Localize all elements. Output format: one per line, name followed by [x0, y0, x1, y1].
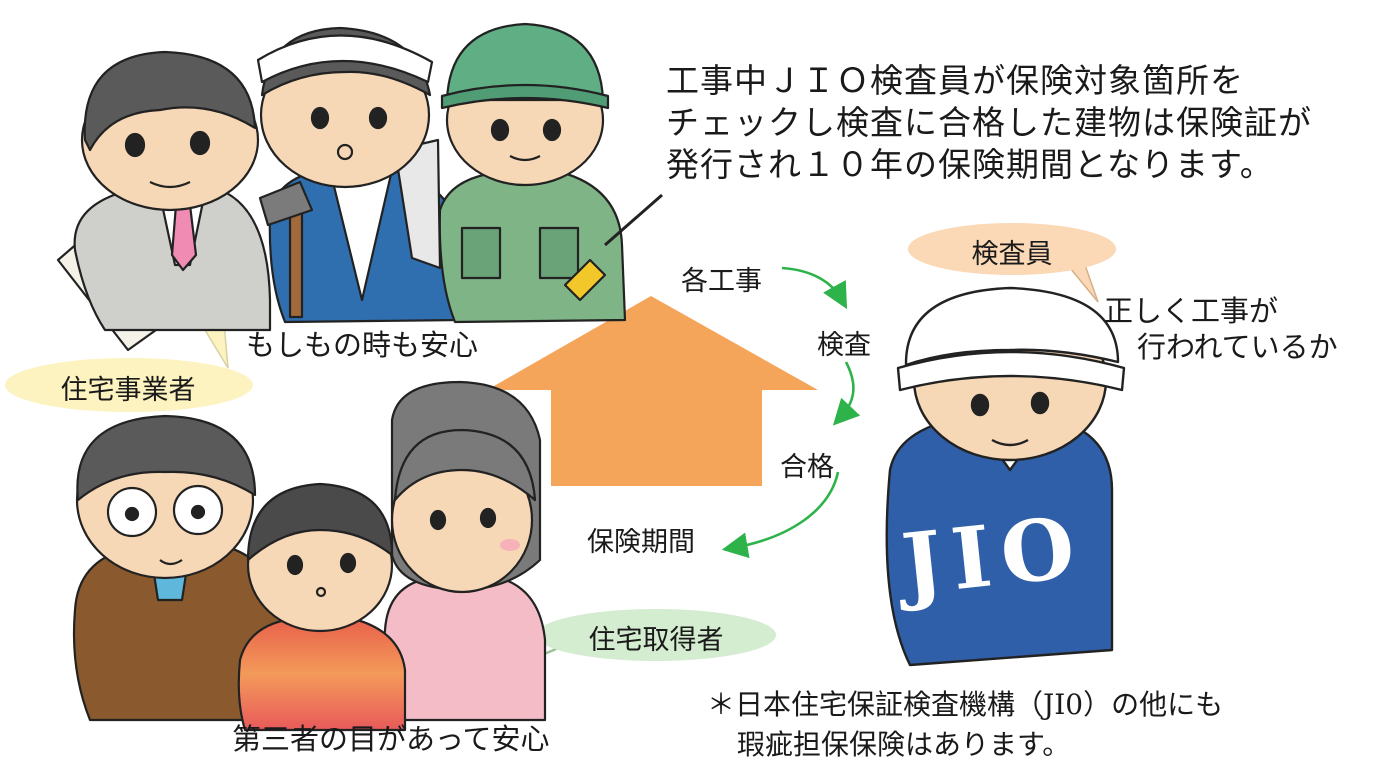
footnote: ＊日本住宅保証検査機構（JI0）の他にも 瑕疵担保保険はあります。 [707, 685, 1223, 765]
flow-arrows [721, 266, 861, 559]
description-line-3: 発行され１０年の保険期間となります。 [666, 145, 1274, 184]
flow-step-construction: 各工事 [681, 266, 762, 297]
inspector-vest-logo: JIO [897, 496, 1089, 615]
flow-step-inspection: 検査 [817, 330, 871, 361]
inspector-badge: 検査員 [971, 239, 1053, 270]
footnote-line-2: 瑕疵担保保険はあります。 [737, 728, 1071, 761]
inspector-illustration [885, 286, 1126, 667]
description-line-1: 工事中ＪＩＯ検査員が保険対象箇所を [666, 61, 1244, 100]
homeowners-caption: 第三者の目があって安心 [232, 722, 550, 756]
flow-step-pass: 合格 [780, 452, 834, 483]
inspector-speech-line-1: 正しく工事が [1104, 294, 1279, 328]
homeowners-badge: 住宅取得者 [588, 625, 724, 656]
builders-illustration [56, 22, 663, 352]
builders-badge: 住宅事業者 [60, 375, 196, 406]
footnote-line-1: ＊日本住宅保証検査機構（JI0）の他にも [707, 688, 1224, 721]
flow-arrow-2 [832, 361, 861, 426]
builders-caption: もしもの時も安心 [246, 328, 479, 362]
flow-step-insurance-period: 保険期間 [587, 527, 695, 558]
flow-arrow-3 [721, 471, 840, 559]
description-text: 工事中ＪＩＯ検査員が保険対象箇所を チェックし検査に合格した建物は保険証が 発行… [666, 60, 1312, 186]
inspector-badge-shape [908, 223, 1116, 303]
description-line-2: チェックし検査に合格した建物は保険証が [666, 103, 1312, 142]
flow-arrow-1 [781, 266, 848, 310]
inspector-speech-line-2: 行われているか [1137, 330, 1338, 364]
upward-arrow [487, 296, 818, 486]
homeowners-illustration [72, 380, 547, 732]
